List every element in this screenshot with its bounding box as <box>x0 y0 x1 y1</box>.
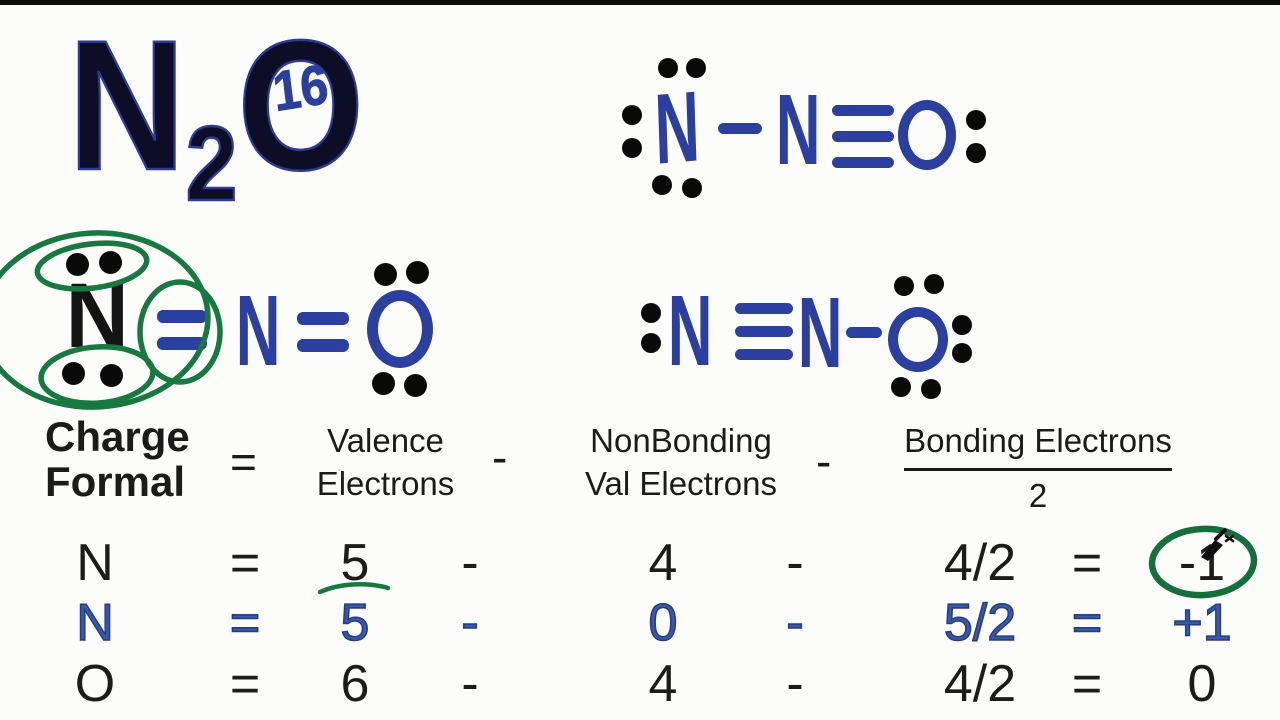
atom-nitrogen: N <box>65 265 129 367</box>
row-equals: = <box>229 534 261 592</box>
double-bond-line <box>157 337 207 350</box>
atom-nitrogen: N <box>797 277 843 389</box>
row-bonding: 4/2 <box>943 655 1017 713</box>
lone-pair-dot <box>406 261 429 284</box>
lone-pair-dot <box>404 374 427 397</box>
triple-bond-line <box>735 326 793 337</box>
triple-bond-line <box>832 105 894 116</box>
row-minus: - <box>786 534 804 592</box>
valence-electron-count: 16 <box>269 51 332 124</box>
row-equals: = <box>1071 534 1103 592</box>
lone-pair-dot <box>952 343 972 363</box>
double-bond-line <box>297 339 349 352</box>
title-element-n: N <box>67 3 187 209</box>
row-element: N <box>75 593 114 653</box>
title-element-o-glyph: O <box>236 3 365 209</box>
lone-pair-dot <box>966 110 986 130</box>
lone-pair-dot <box>372 372 395 395</box>
lewis-structure-double-double: N N <box>30 235 460 410</box>
lone-pair-dot <box>686 58 706 78</box>
row-minus: - <box>786 593 805 653</box>
lone-pair-dot <box>62 362 85 385</box>
row-equals: = <box>229 655 261 713</box>
lone-pair-dot <box>652 175 672 195</box>
lewis-structure-triple-single: N N <box>630 265 990 415</box>
lone-pair-dot <box>952 315 972 335</box>
formula-minus-1: - <box>492 431 508 483</box>
row-result: -1 <box>1178 534 1226 592</box>
row-equals: = <box>1071 655 1103 713</box>
formula-lhs-line2: Formal <box>45 457 186 505</box>
formula-fraction-denominator: 2 <box>1028 476 1048 514</box>
lone-pair-dot <box>374 263 397 286</box>
triple-bond-line <box>832 157 894 168</box>
row-equals: = <box>229 593 261 653</box>
triple-bond-line <box>832 131 894 142</box>
title-subscript-2: 2 <box>184 105 238 223</box>
lone-pair-dot <box>682 178 702 198</box>
lewis-structure-single-triple: N N <box>610 45 1000 215</box>
atom-oxygen-ring <box>898 100 956 170</box>
formula-term-valence-line1: Valence <box>327 422 444 459</box>
row-nonbonding: 0 <box>648 593 678 653</box>
row-nonbonding: 4 <box>648 655 678 713</box>
formula-term-valence-line2: Electrons <box>316 464 455 502</box>
lone-pair-dot <box>921 379 941 399</box>
atom-nitrogen: N <box>667 275 713 387</box>
row-equals: = <box>1071 593 1103 653</box>
formula-term-nonbonding-line2: Val Electrons <box>585 464 777 502</box>
row-bonding: 5/2 <box>943 593 1017 653</box>
lone-pair-dot <box>641 333 661 353</box>
lone-pair-dot <box>658 58 678 78</box>
lone-pair-dot <box>894 276 914 296</box>
row-result: +1 <box>1172 593 1233 653</box>
row-valence: 5 <box>340 534 370 592</box>
atom-oxygen-ring <box>888 307 948 372</box>
formula-fraction-numerator: Bonding Electrons <box>904 420 1172 471</box>
lone-pair-dot <box>622 105 642 125</box>
row-minus: - <box>461 655 479 713</box>
double-bond-line <box>157 310 207 323</box>
triple-bond-line <box>735 303 793 314</box>
top-letterbox-bar <box>0 0 1280 5</box>
row-result: 0 <box>1187 655 1217 713</box>
single-bond <box>718 123 762 134</box>
formula-term-nonbonding-line1: NonBonding <box>590 422 772 459</box>
atom-nitrogen: N <box>235 275 281 387</box>
row-valence: 6 <box>340 655 370 713</box>
lone-pair-dot <box>100 364 123 387</box>
atom-oxygen-ring <box>367 290 433 368</box>
single-bond <box>846 327 882 338</box>
row-minus: - <box>786 655 804 713</box>
formula-minus-2: - <box>816 435 832 487</box>
atom-nitrogen: N <box>652 70 702 186</box>
lone-pair-dot <box>891 377 911 397</box>
row-element: N <box>76 534 114 592</box>
calc-row-oxygen: O = 6 - 4 - 4/2 = 0 <box>0 654 1280 714</box>
formula-lhs-line1: Charge <box>45 413 190 460</box>
lone-pair-dot <box>924 274 944 294</box>
atom-nitrogen: N <box>775 74 821 186</box>
triple-bond-line <box>735 349 793 360</box>
formula-equals: = <box>230 436 257 488</box>
row-valence: 5 <box>340 593 370 653</box>
double-bond-line <box>297 312 349 325</box>
lone-pair-dot <box>622 138 642 158</box>
calc-row-nitrogen-left: N = 5 - 4 - 4/2 = -1 <box>0 533 1280 593</box>
row-bonding: 4/2 <box>943 534 1017 592</box>
row-minus: - <box>461 534 479 592</box>
lone-pair-dot <box>966 143 986 163</box>
row-nonbonding: 4 <box>648 534 678 592</box>
lone-pair-dot <box>641 303 661 323</box>
row-element: O <box>74 655 116 713</box>
row-minus: - <box>461 593 480 653</box>
calc-row-nitrogen-central: N = 5 - 0 - 5/2 = +1 <box>0 593 1280 653</box>
